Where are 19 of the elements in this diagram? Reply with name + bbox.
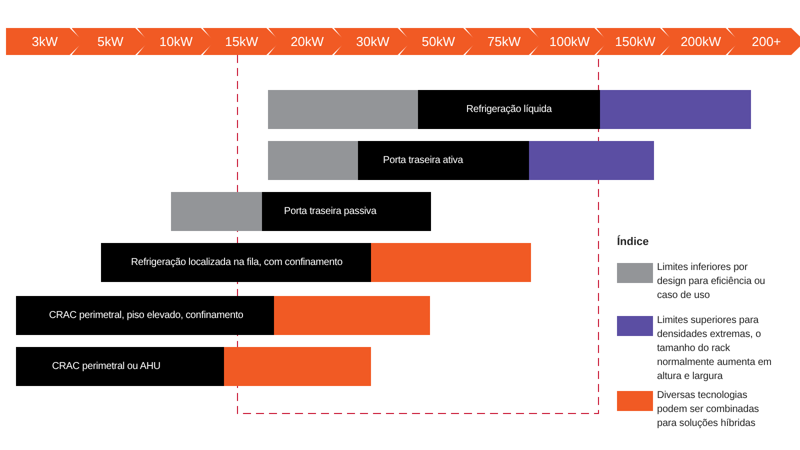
range-bar-segment (171, 192, 262, 231)
range-bar: Porta traseira ativa (358, 141, 529, 180)
range-bar-segment (371, 243, 531, 282)
legend-text: Limites inferiores por design para eficiência ou caso de uso (657, 261, 766, 303)
range-bar: CRAC perimetral ou AHU (16, 347, 224, 386)
range-bar: Porta traseira passiva (262, 192, 431, 231)
legend-heading: Índice (617, 236, 649, 248)
range-bar: CRAC perimetral, piso elevado, confinamento (16, 296, 274, 335)
range-bar-segment (224, 347, 371, 386)
range-bar: Refrigeração líquida (418, 90, 600, 129)
range-bar-segment (600, 90, 751, 129)
range-bar-segment (268, 141, 358, 180)
range-bar-segment (529, 141, 654, 180)
legend-text: Limites superiores para densidades extremas, o tamanho do rack normalmente aumenta em altura e largura (657, 314, 773, 384)
legend-text: Diversas tecnologias podem ser combinadas para soluções híbridas (657, 389, 760, 431)
range-bar-segment (268, 90, 418, 129)
range-bar: Refrigeração localizada na fila, com confinamento (101, 243, 371, 282)
range-bar-segment (274, 296, 430, 335)
scale-step: 200+ (728, 28, 800, 55)
